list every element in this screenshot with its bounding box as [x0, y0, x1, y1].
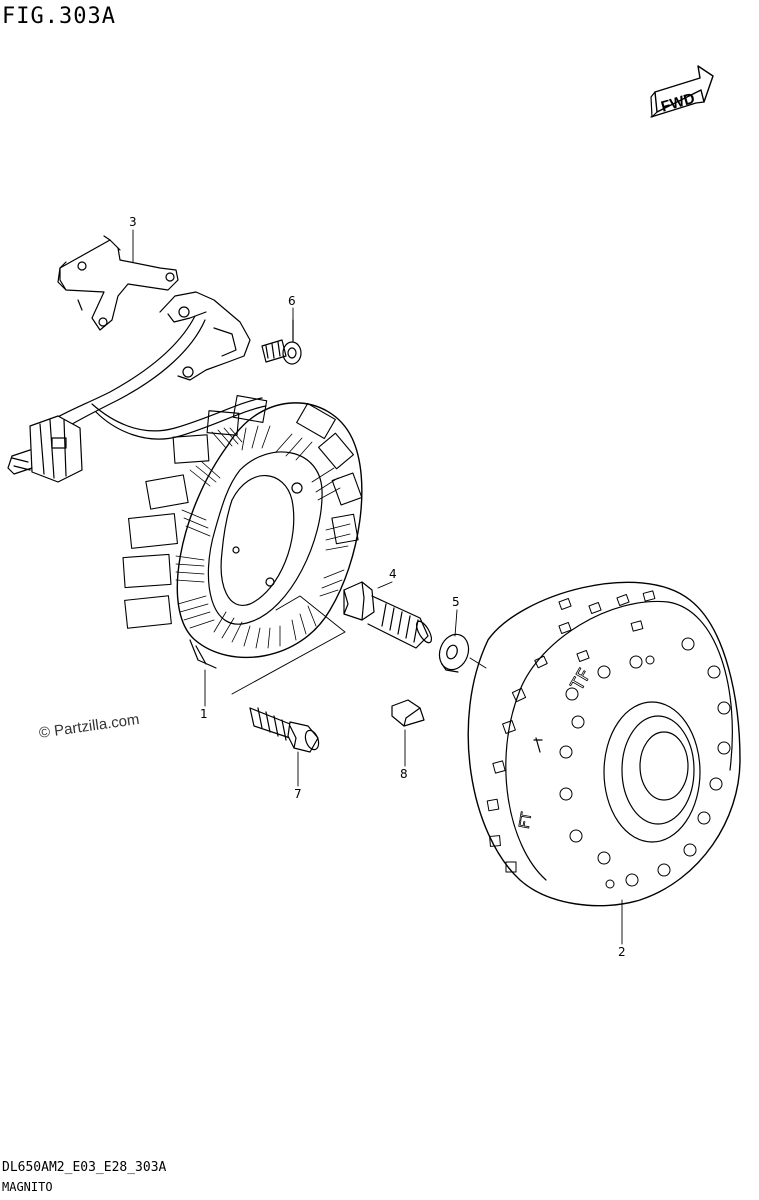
fwd-arrow-icon: FWD: [650, 65, 714, 118]
wire-grommet: [159, 291, 251, 381]
callout-6: 6: [288, 294, 296, 308]
bolt-part-4: [343, 581, 432, 649]
figure-title: FIG.303A: [2, 4, 116, 29]
svg-text:FT: FT: [517, 810, 536, 830]
figure-code: DL650AM2_E03_E28_303A: [2, 1160, 167, 1175]
washer-part-5: [438, 633, 470, 673]
bracket-part: [57, 235, 179, 331]
key-part-8: [391, 699, 425, 727]
callout-1: 1: [200, 707, 208, 721]
callout-5: 5: [452, 595, 460, 609]
leader-lines: [132, 229, 623, 945]
figure-name: MAGNITO: [2, 1180, 53, 1194]
rotor-part: TF FT: [467, 581, 741, 907]
callout-3: 3: [129, 215, 137, 229]
callout-8: 8: [400, 767, 408, 781]
callout-2: 2: [618, 945, 626, 959]
wire-harness: [7, 315, 267, 483]
callout-7: 7: [294, 787, 302, 801]
screw-part-6: [261, 319, 302, 365]
callout-4: 4: [389, 567, 397, 581]
bolt-part-7: [249, 707, 320, 753]
stator-part: [122, 395, 363, 669]
